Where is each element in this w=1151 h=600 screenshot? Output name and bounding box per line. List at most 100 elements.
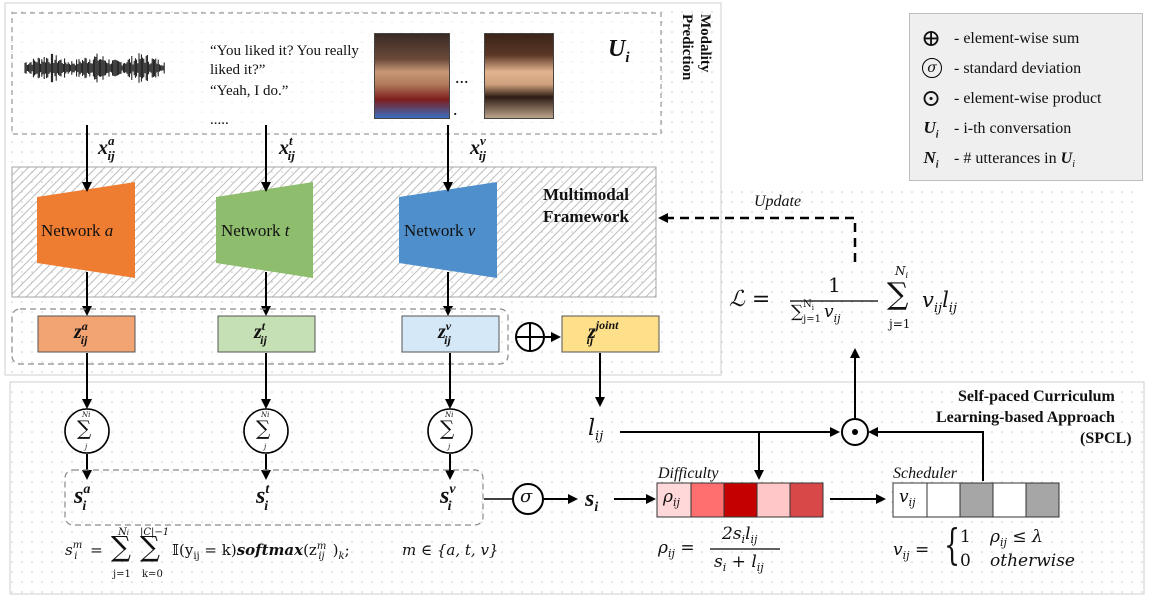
sm-sum2: ∑ <box>140 530 160 563</box>
legend-item-sum: ⊕ - element-wise sum <box>910 25 1142 51</box>
difficulty-label: Difficulty <box>658 465 719 482</box>
network-t-label: Network t <box>221 221 290 240</box>
network-a-label: Network a <box>41 221 114 240</box>
sm-sum1: ∑ <box>111 530 131 563</box>
scheduler-cell-2 <box>959 482 994 518</box>
rho-formula-num: 2silij <box>722 524 758 546</box>
legend-text-std: - standard deviation <box>954 60 1082 77</box>
sum-glyph-a: ∑ <box>77 416 92 440</box>
loss-region <box>721 190 1141 380</box>
sum-top-v: Ni <box>445 411 454 419</box>
speaker-photo-1 <box>374 33 450 119</box>
z-joint-box <box>561 315 660 353</box>
element-wise-sum-icon <box>515 322 545 352</box>
sm-sum2-bottom: k=0 <box>142 569 163 580</box>
loss-sum-symbol: ∑ <box>887 277 909 312</box>
photo-ellipsis: ... <box>455 67 469 87</box>
v-case2-value: 0 <box>960 551 971 571</box>
z-t-label: ztij <box>254 319 267 347</box>
sum-bottom-t: j <box>264 443 267 451</box>
v-formula-lhs: vij = <box>893 540 930 562</box>
scheduler-cell-0 <box>892 482 928 518</box>
arrow-scheduler-to-odot <box>868 427 984 481</box>
circled-sigma-icon: σ <box>922 58 942 78</box>
spcl-title-line2: Learning-based Approach <box>936 409 1115 426</box>
dialogue-line-3: ..... <box>210 112 229 128</box>
scheduler-cell-3 <box>992 482 1027 518</box>
rho-formula-den: si + lij <box>714 552 764 574</box>
sum-circle-v <box>427 408 473 454</box>
sm-sum1-bottom: j=1 <box>113 569 131 580</box>
feature-x-t: xtij <box>279 133 295 163</box>
rho-formula-lhs: ρij = <box>658 538 695 560</box>
conversation-label: Ui <box>608 36 630 66</box>
sum-top-a: Ni <box>82 411 91 419</box>
v-case1-value: 1 <box>960 527 971 547</box>
z-a-label: zaij <box>74 319 88 347</box>
difficulty-cell-1 <box>690 482 725 518</box>
network-v-label: Network v <box>404 221 476 240</box>
modality-prediction-label: Modality Prediction <box>679 14 713 81</box>
s-v-label: svi <box>440 482 456 514</box>
difficulty-rho-cell: ρij <box>663 487 680 509</box>
circled-dot-icon: ⊙ <box>920 84 942 112</box>
network-t-shape <box>216 182 313 278</box>
s-a-label: sai <box>74 482 91 514</box>
sm-domain: m ∈ {a, t, v} <box>402 541 499 559</box>
s-t-label: sti <box>256 482 270 514</box>
sm-body: 𝕀(yij = k)softmax(zmij)k; <box>172 541 350 562</box>
conversation-symbol: Ui <box>923 118 939 141</box>
sum-circle-a <box>64 408 110 454</box>
utterance-count-symbol: Ni <box>923 148 939 171</box>
framework-label-line1: Multimodal <box>543 185 629 204</box>
legend-text-product: - element-wise product <box>954 90 1102 107</box>
z-a-box <box>37 315 136 353</box>
sm-formula: smi = <box>65 540 103 562</box>
embedding-group-box <box>11 308 509 365</box>
scheduler-v-cell: vij <box>899 487 916 509</box>
z-t-box <box>217 315 316 353</box>
sum-bottom-v: j <box>448 443 451 451</box>
sm-sum1-top: Ni <box>118 527 129 538</box>
legend-item-std: σ - standard deviation <box>910 55 1142 81</box>
framework-label-line2: Framework <box>543 207 629 226</box>
loss-numerator: 1 <box>828 273 841 297</box>
difficulty-cell-0 <box>656 482 692 518</box>
difficulty-cell-3 <box>756 482 791 518</box>
sum-circle-t <box>243 408 289 454</box>
s-i-label: si <box>585 486 599 515</box>
spcl-title-line3: (SPCL) <box>1080 430 1132 447</box>
audio-waveform-path <box>24 53 165 83</box>
network-a-shape <box>37 182 135 278</box>
legend-item-utterances: Ni - # utterances in Ui <box>910 145 1142 171</box>
legend-text-utterances: - # utterances in Ui <box>954 150 1075 171</box>
loss-sum-top: Ni <box>895 264 909 280</box>
z-joint-label: zjointij <box>586 318 619 347</box>
legend-item-product: ⊙ - element-wise product <box>910 85 1142 111</box>
sum-bottom-a: j <box>85 443 88 451</box>
sm-sum2-top: |C|−1 <box>140 527 170 538</box>
dialogue-line-2: “Yeah, I do.” <box>210 83 289 99</box>
z-v-box <box>401 315 500 353</box>
update-label: Update <box>754 193 802 210</box>
sum-top-t: Ni <box>261 411 270 419</box>
speaker-photo-2 <box>484 33 554 119</box>
circled-plus-icon: ⊕ <box>920 24 942 52</box>
feature-x-a: xaij <box>98 133 115 163</box>
difficulty-cell-4 <box>789 482 824 518</box>
s-group-box <box>64 469 484 526</box>
sum-glyph-v: ∑ <box>440 416 455 440</box>
update-arrow <box>658 213 857 262</box>
scheduler-label: Scheduler <box>893 465 957 482</box>
legend-text-conversation: - i-th conversation <box>954 120 1072 137</box>
element-wise-product-icon <box>841 418 869 446</box>
sum-glyph-t: ∑ <box>256 416 271 440</box>
v-case2-condition: otherwise <box>990 551 1075 571</box>
legend: ⊕ - element-wise sum σ - standard deviat… <box>909 13 1143 181</box>
scheduler-cell-4 <box>1025 482 1060 518</box>
network-v-shape <box>399 182 497 278</box>
difficulty-bar <box>656 482 824 518</box>
audio-waveform-icon <box>24 53 165 83</box>
